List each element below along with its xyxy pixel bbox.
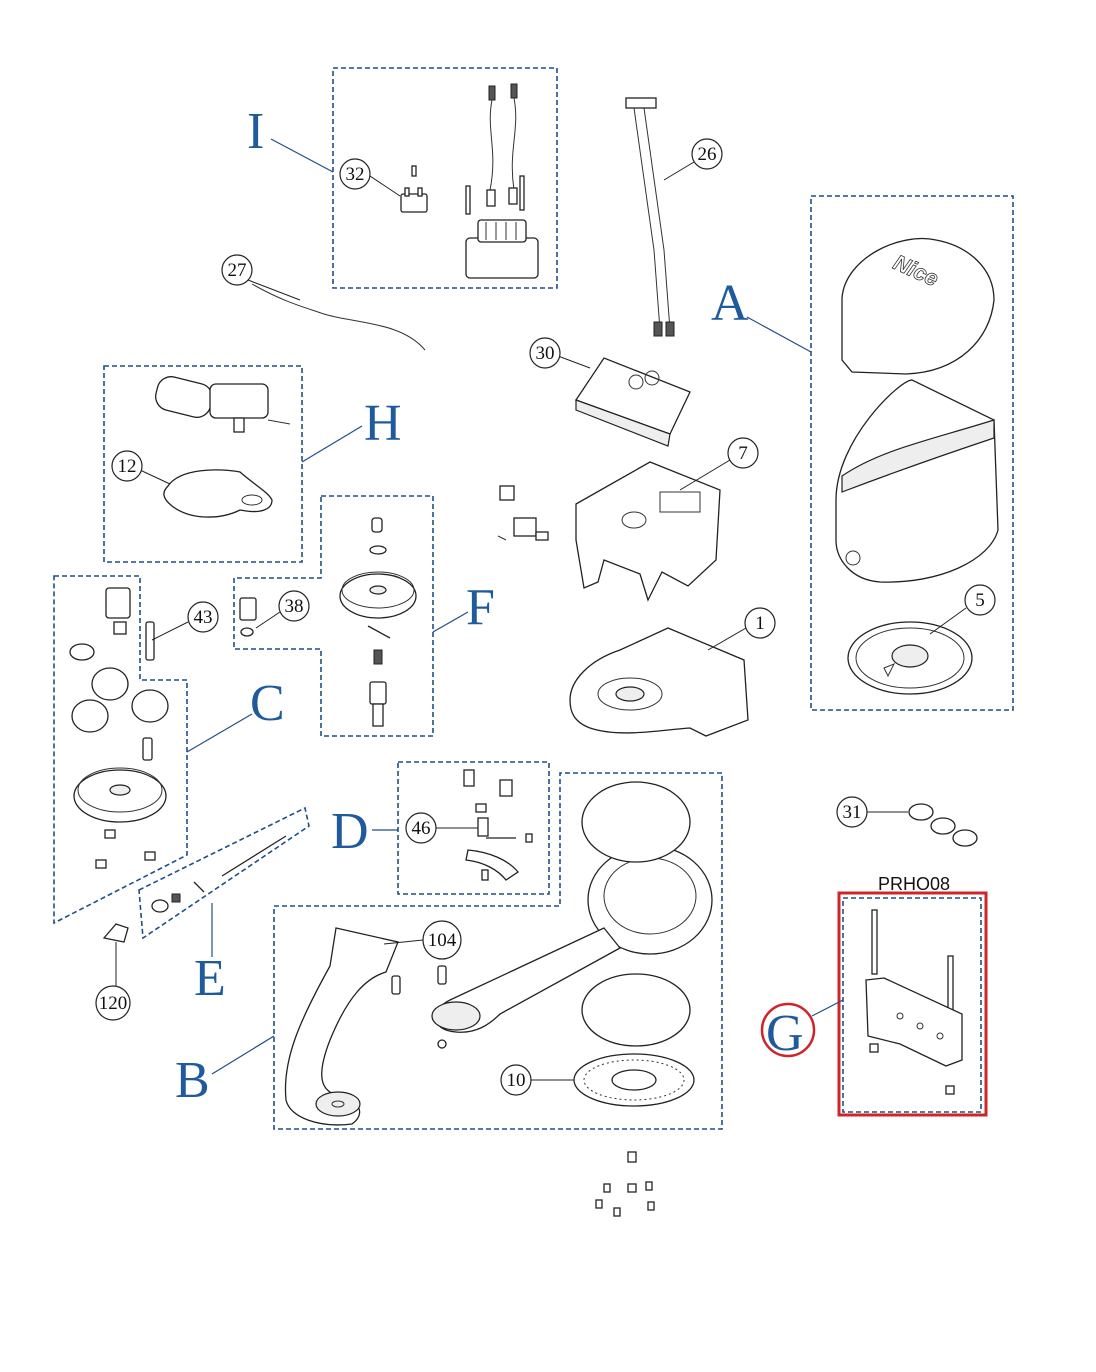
gasket-part	[163, 469, 273, 518]
group-letter-i: I	[247, 103, 264, 160]
callout-120: 120	[99, 993, 128, 1014]
clip-part	[369, 545, 387, 555]
callout-46: 46	[412, 818, 431, 839]
group-letter-b: B	[175, 1052, 210, 1109]
callout-10: 10	[507, 1070, 526, 1091]
arm-pin-part	[391, 975, 401, 995]
group-box-f	[233, 495, 434, 737]
callout-circle-7	[727, 437, 759, 469]
callout-27: 27	[228, 260, 247, 281]
callout-1: 1	[755, 613, 765, 634]
callout-circle-1	[744, 607, 776, 639]
large-gear-part	[339, 571, 417, 619]
callout-circle-5	[964, 584, 996, 616]
callout-circle-38	[278, 590, 310, 622]
main-housing-part	[835, 379, 999, 583]
callout-32: 32	[346, 164, 365, 185]
group-box-a	[810, 195, 1014, 711]
group-letter-e: E	[194, 950, 226, 1007]
control-board-part	[574, 357, 691, 447]
callout-circle-26	[691, 138, 723, 170]
group-box-b	[273, 772, 723, 1130]
arm-screw-part	[437, 965, 447, 985]
upper-frame-part	[575, 461, 721, 602]
group-letter-h: H	[364, 395, 402, 452]
curved-arm-104-part	[284, 927, 399, 1126]
group-box-e	[138, 806, 310, 940]
encoder-disc-part	[573, 1053, 695, 1107]
kit-label: PRHO08	[878, 874, 950, 894]
mounting-bracket-part	[865, 909, 963, 1095]
callout-5: 5	[975, 590, 985, 611]
transformer-part	[465, 219, 539, 279]
pinion-38-part	[239, 597, 257, 637]
shaft-part	[369, 681, 387, 727]
screw-set-part	[595, 1151, 655, 1217]
seal-ring-bottom-part	[581, 973, 691, 1047]
callout-43: 43	[194, 607, 213, 628]
group-box-h	[103, 365, 303, 563]
callout-circle-30	[529, 337, 561, 369]
callout-circle-120	[95, 985, 131, 1021]
callout-31: 31	[843, 802, 862, 823]
motor-part	[155, 376, 291, 433]
group-box-g	[842, 897, 982, 1113]
wire-pair-part	[465, 83, 525, 215]
terminal-block-part	[400, 165, 428, 213]
bushing-part	[371, 517, 383, 533]
callout-circle-12	[111, 450, 143, 482]
clip-small-part	[437, 1039, 447, 1049]
release-shaft-part	[151, 835, 287, 913]
straight-arm-ring-part	[431, 845, 713, 1033]
callout-30: 30	[536, 343, 555, 364]
callout-circle-10	[500, 1064, 532, 1096]
planetary-gears-part	[69, 587, 169, 869]
callout-circle-43	[187, 601, 219, 633]
switch-components-part	[497, 485, 549, 541]
group-letter-d: D	[331, 803, 369, 860]
group-box-c	[53, 575, 188, 925]
callout-circle-31	[836, 796, 868, 828]
callout-7: 7	[738, 443, 748, 464]
flat-cable-part	[625, 97, 675, 337]
group-letter-a: A	[711, 275, 749, 332]
group-box-i	[332, 67, 558, 289]
seal-ring-top-part	[581, 781, 691, 863]
group-letter-c: C	[250, 675, 285, 732]
disc-part	[847, 621, 973, 695]
seals-31-part	[908, 803, 978, 847]
top-cover-part: Nice	[841, 238, 995, 375]
callout-104: 104	[428, 930, 457, 951]
pin-part	[367, 625, 391, 639]
group-letter-g: G	[766, 1005, 804, 1062]
callout-12: 12	[118, 456, 137, 477]
group-box-d	[397, 761, 550, 895]
limit-parts-part	[463, 769, 533, 881]
release-lever-120-part	[102, 923, 129, 943]
callout-circle-46	[405, 812, 437, 844]
spring-part	[373, 649, 383, 665]
callout-circle-32	[339, 158, 371, 190]
callout-circle-104	[422, 920, 462, 960]
group-g-highlight-circle	[760, 1002, 816, 1058]
callout-26: 26	[698, 144, 717, 165]
group-letter-f: F	[466, 579, 495, 636]
kit-highlight-box	[837, 891, 988, 1117]
base-part	[569, 627, 749, 737]
callout-38: 38	[285, 596, 304, 617]
callout-circle-27	[221, 254, 253, 286]
cable-27-part	[251, 283, 426, 351]
